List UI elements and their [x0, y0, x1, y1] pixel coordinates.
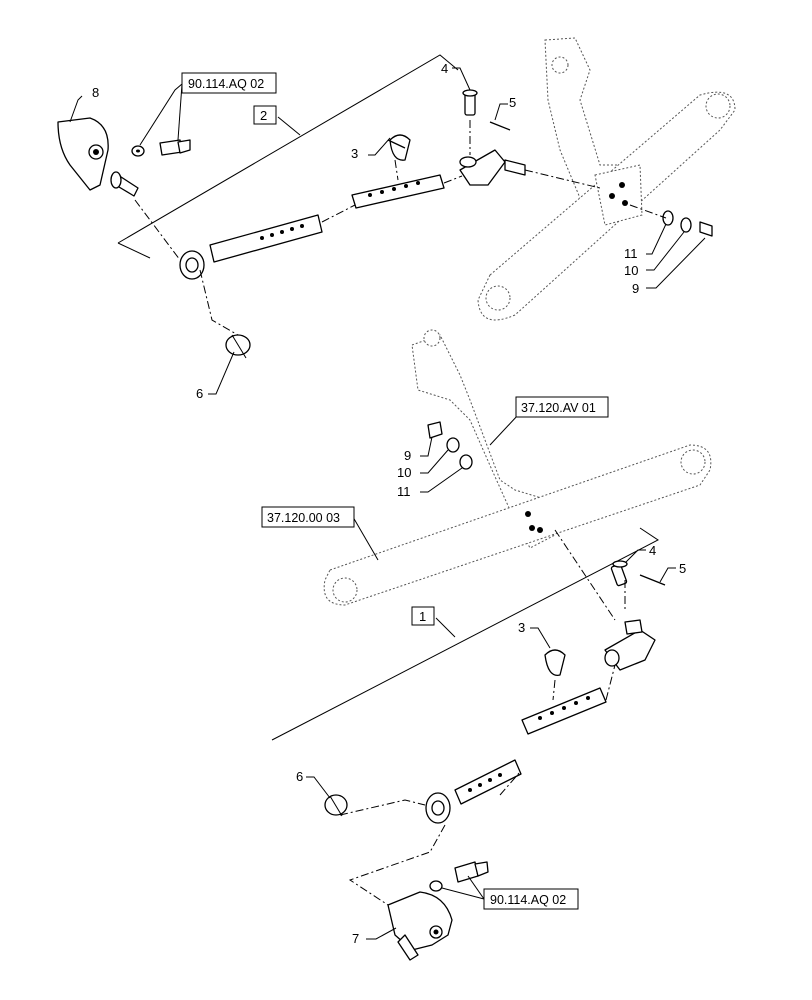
- callout-8: 8: [92, 85, 99, 100]
- lift-arm-ghost-top: [477, 37, 736, 321]
- bolt-bottom: [429, 861, 489, 892]
- callout-7: 7: [352, 931, 359, 946]
- callout-3-bottom: 3: [518, 620, 525, 635]
- lynch-pin-6-top: [225, 334, 251, 359]
- pin-4-bottom: [610, 560, 628, 587]
- ref-box-mid-arm: 37.120.AV 01: [515, 396, 609, 418]
- bracket-7: [387, 891, 453, 961]
- item-2-box: 2: [253, 105, 277, 125]
- lift-arm-ghost-mid: [323, 329, 712, 606]
- callout-4-bottom: 4: [649, 543, 656, 558]
- top-link-top: [179, 174, 445, 280]
- callout-labels: 8 4 5 3 11 10 9 6 9 10 11 4 5 3 6 7: [92, 61, 686, 946]
- ref-box-top-bolt: 90.114.AQ 02: [181, 72, 277, 94]
- callout-6-bottom: 6: [296, 769, 303, 784]
- clip-5-top: [489, 121, 511, 131]
- ref-box-mid-beam: 37.120.00 03: [261, 506, 355, 528]
- leaders: [69, 67, 706, 940]
- callout-4-top: 4: [441, 61, 448, 76]
- lynch-pin-3-top: [387, 134, 411, 161]
- lynch-pin-3-bottom: [544, 649, 566, 676]
- ref-box-bottom-bolt: 90.114.AQ 02: [483, 888, 579, 910]
- clevis-top: [459, 149, 526, 186]
- callout-10-mid: 10: [397, 465, 411, 480]
- clip-5-bottom: [639, 574, 666, 586]
- callout-1: 1: [419, 609, 426, 624]
- bracket-8-top: [57, 117, 139, 197]
- clevis-bottom: [604, 619, 656, 671]
- item-1-box: 1: [411, 606, 435, 626]
- callout-3-top: 3: [351, 146, 358, 161]
- assembly-bracket-top: [117, 54, 459, 244]
- callout-11-mid: 11: [397, 484, 411, 499]
- assembly-bracket-bottom: [271, 527, 659, 741]
- lynch-pin-6-bottom: [324, 794, 348, 817]
- ref-mid-arm: 37.120.AV 01: [521, 401, 596, 415]
- ref-top-bolt: 90.114.AQ 02: [188, 77, 264, 91]
- callout-6-top: 6: [196, 386, 203, 401]
- callout-9-mid: 9: [404, 448, 411, 463]
- alignment-line: [134, 199, 181, 261]
- callout-9-top: 9: [632, 281, 639, 296]
- top-link-bottom: [425, 687, 607, 824]
- callout-2: 2: [260, 108, 267, 123]
- bolt-top: [131, 139, 191, 157]
- callout-10-top: 10: [624, 263, 638, 278]
- top-assembly: [57, 37, 736, 359]
- ref-bottom-bolt: 90.114.AQ 02: [490, 893, 566, 907]
- callout-5-bottom: 5: [679, 561, 686, 576]
- alignment-line-mid: [554, 529, 616, 621]
- mid-assembly: [323, 329, 712, 621]
- bottom-assembly: [271, 527, 666, 961]
- callout-5-top: 5: [509, 95, 516, 110]
- ref-mid-beam: 37.120.00 03: [267, 511, 340, 525]
- washers-mid: [427, 421, 473, 470]
- callout-11-top: 11: [624, 246, 638, 261]
- pin-4-top: [462, 89, 478, 116]
- washers-top: [662, 210, 713, 237]
